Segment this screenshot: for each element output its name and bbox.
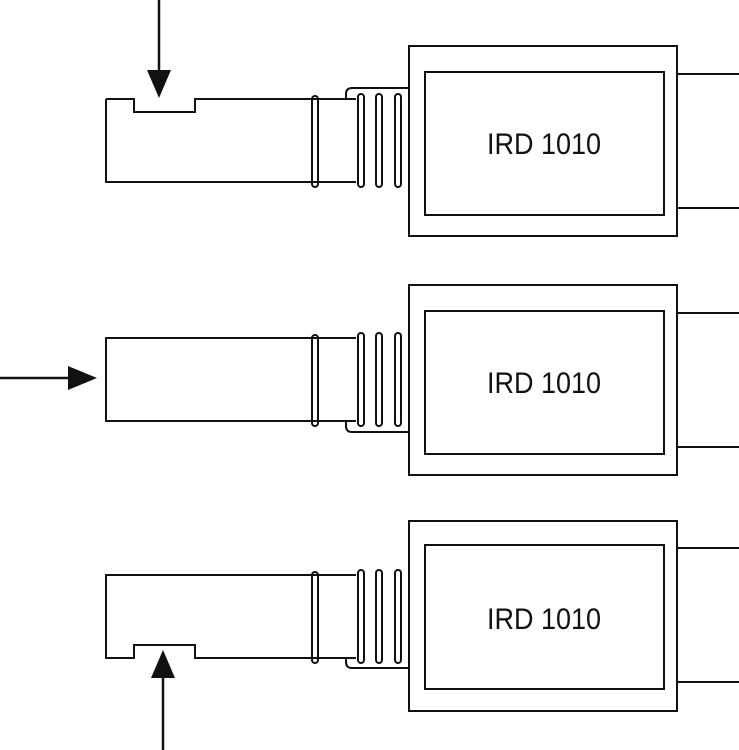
probe-shaft-3 — [105, 574, 356, 659]
bracket-2 — [345, 421, 409, 433]
model-label-2: IRD 1010 — [487, 367, 601, 401]
sensor-unit-1: IRD 1010 — [105, 0, 739, 237]
sensor-unit-3: IRD 1010 — [105, 520, 739, 750]
model-label-3: IRD 1010 — [487, 603, 601, 637]
coil-rings-1 — [311, 93, 402, 188]
probe-shaft-1 — [105, 98, 356, 183]
arrow-right-2 — [0, 366, 97, 390]
arrow-down-1 — [147, 0, 171, 98]
model-label-1: IRD 1010 — [487, 128, 601, 162]
sensor-unit-2: IRD 1010 — [0, 284, 739, 476]
label-panel-3 — [424, 544, 665, 690]
coil-rings-2 — [311, 332, 402, 427]
connector-1 — [677, 73, 739, 209]
label-panel-2 — [424, 310, 665, 455]
bracket-1 — [345, 87, 409, 99]
probe-shaft-2 — [105, 337, 356, 422]
housing-2 — [408, 284, 678, 476]
connector-2 — [677, 312, 739, 448]
connector-3 — [677, 547, 739, 683]
coil-rings-3 — [311, 569, 402, 664]
bracket-3 — [345, 658, 409, 669]
housing-1 — [408, 45, 678, 237]
arrow-up-3 — [151, 650, 175, 750]
housing-3 — [408, 520, 678, 712]
label-panel-1 — [424, 71, 665, 216]
